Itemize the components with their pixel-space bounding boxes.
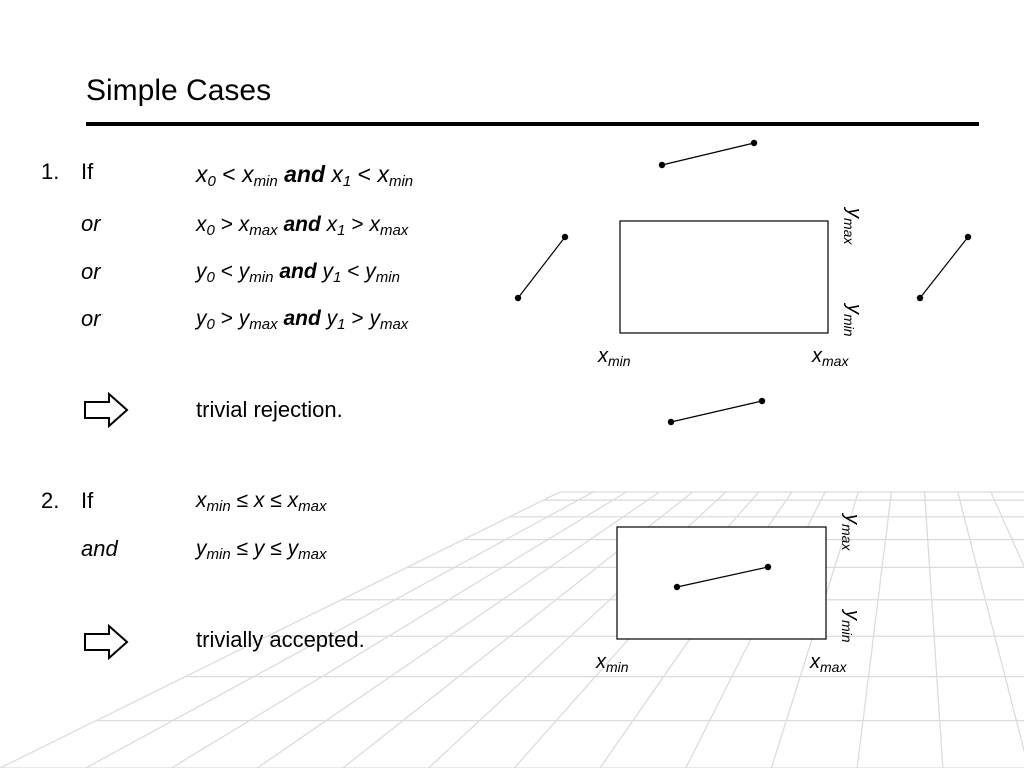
label-xmin-bottom: xmin — [595, 651, 629, 675]
case-1-condition-1: x0 > xmax and x1 > xmax — [196, 213, 409, 239]
case-1-keyword-3: or — [81, 306, 101, 331]
case-1-condition-2: y0 < ymin and y1 < ymin — [196, 260, 400, 286]
label-xmin-top: xmin — [597, 345, 631, 369]
label-ymax-top: ymax — [841, 206, 865, 245]
label-ymin-top: ymin — [841, 302, 865, 337]
label-ymax-bottom: ymax — [839, 512, 863, 551]
slide-title: Simple Cases — [86, 74, 272, 107]
clip-window-acceptance — [616, 526, 827, 640]
case-1-condition-0: x0 < xmin and x1 < xmin — [196, 161, 414, 190]
case-1-keyword-1: or — [81, 211, 101, 236]
case-1-keyword-0: If — [81, 159, 94, 184]
label-xmax-bottom: xmax — [809, 651, 847, 675]
rejected-segment-above — [658, 139, 758, 169]
title-underline — [86, 122, 979, 126]
rejected-segment-right — [916, 233, 972, 302]
case-1-condition-3: y0 > ymax and y1 > ymax — [196, 307, 409, 333]
clip-window-rejection — [619, 220, 829, 334]
label-ymin-bottom: ymin — [839, 608, 863, 643]
case-2-conclusion: trivially accepted. — [196, 627, 365, 652]
rejected-segment-below — [667, 397, 766, 426]
accepted-segment — [673, 563, 772, 591]
label-xmax-top: xmax — [811, 345, 849, 369]
rejected-segment-left — [514, 233, 569, 302]
case-1-conclusion: trivial rejection. — [196, 397, 343, 422]
right-arrow-icon — [84, 624, 129, 660]
case-2-keyword-1: and — [81, 536, 118, 561]
case-1-number: 1. — [41, 159, 60, 184]
case-2-condition-0: xmin ≤ x ≤ xmax — [196, 489, 327, 515]
case-2-condition-1: ymin ≤ y ≤ ymax — [196, 537, 327, 563]
right-arrow-icon — [84, 392, 129, 428]
case-1-keyword-2: or — [81, 259, 101, 284]
case-2-keyword-0: If — [81, 488, 94, 513]
case-2-number: 2. — [41, 488, 60, 513]
